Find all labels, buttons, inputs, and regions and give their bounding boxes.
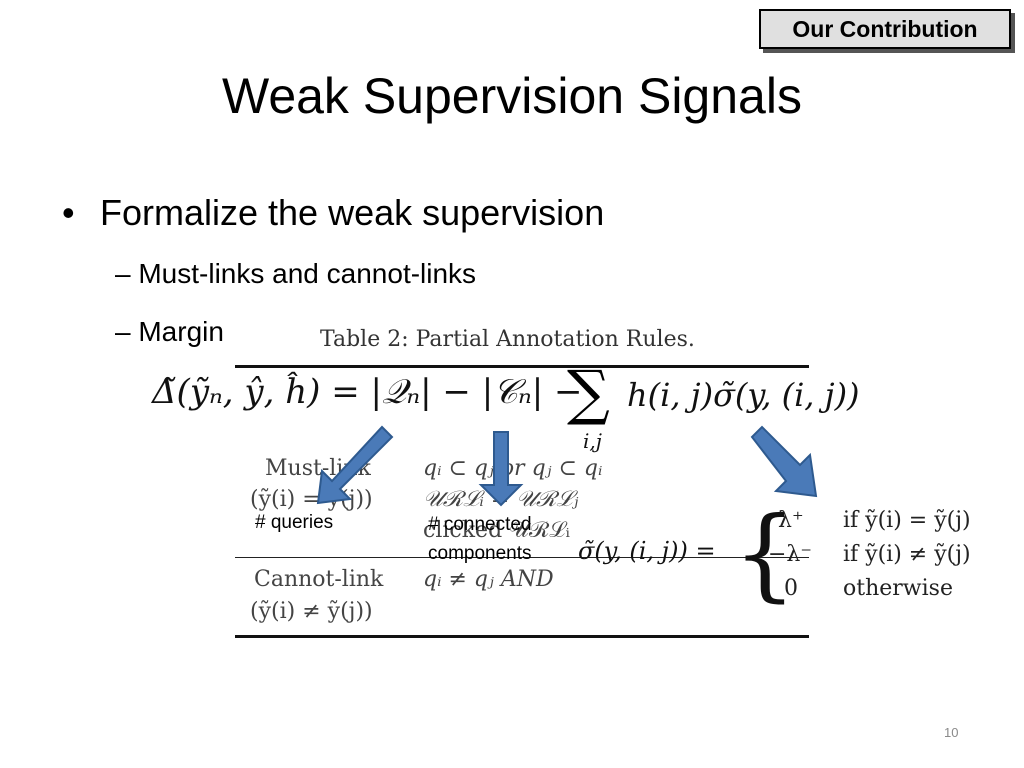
- arrow-to-sigma-icon: [750, 425, 818, 498]
- case-2-value: −λ⁻: [768, 542, 812, 567]
- table-top-rule: [235, 365, 809, 368]
- bullet-main: • Formalize the weak supervision: [62, 190, 604, 236]
- cannot-link-rule: qᵢ ≠ qⱼ AND: [423, 567, 554, 592]
- table-mid-rule: [235, 557, 809, 558]
- sum-symbol: ∑: [567, 358, 610, 428]
- sub-bullet-margin: – Margin: [115, 316, 224, 347]
- table-bottom-rule: [235, 635, 809, 638]
- formula-delta: Δ̃(ỹₙ, ŷ, ĥ) = |𝒬ₙ| − |𝒞ₙ| −: [152, 372, 583, 412]
- connected-annotation-line2: components: [428, 543, 532, 564]
- bullet-main-text: Formalize the weak supervision: [100, 192, 605, 233]
- sum-subscript: i,j: [583, 429, 602, 453]
- formula-sum-tail: h(i, j)σ̃(y, (i, j)): [627, 376, 860, 414]
- margin-formula: Δ̃(ỹₙ, ŷ, ĥ) = |𝒬ₙ| − |𝒞ₙ| −: [152, 372, 583, 412]
- sub-bullet-margin-text: Margin: [138, 316, 224, 347]
- sub-bullet-links-text: Must-links and cannot-links: [138, 258, 477, 289]
- case-1-cond: if ỹ(i) = ỹ(j): [843, 508, 971, 533]
- sub-bullet-links: – Must-links and cannot-links: [115, 258, 477, 289]
- case-1-value: λ⁺: [778, 508, 804, 533]
- case-3-cond: otherwise: [843, 576, 953, 601]
- cannot-link-label: Cannot-link: [254, 567, 384, 592]
- connected-annotation-line1: # connected: [428, 514, 532, 535]
- case-3-value: 0: [784, 576, 798, 601]
- sigma-lhs: σ̃(y, (i, j)) =: [578, 537, 716, 565]
- must-link-rule1: qᵢ ⊂ qⱼ or qⱼ ⊂ qᵢ: [423, 456, 603, 481]
- page-number: 10: [944, 725, 959, 740]
- must-link-cond: (ỹ(i) = ỹ(j)): [250, 487, 373, 512]
- bullet-dot-icon: •: [62, 192, 75, 233]
- queries-annotation: # queries: [255, 512, 334, 533]
- case-2-cond: if ỹ(i) ≠ ỹ(j): [843, 542, 971, 567]
- cannot-link-cond: (ỹ(i) ≠ ỹ(j)): [250, 599, 373, 624]
- cases-brace: {: [733, 495, 797, 612]
- must-link-label: Must-link: [265, 456, 371, 481]
- our-contribution-badge: Our Contribution: [759, 9, 1011, 49]
- table-caption: Table 2: Partial Annotation Rules.: [320, 327, 695, 352]
- slide-title: Weak Supervision Signals: [222, 68, 802, 124]
- must-link-rule2: 𝒰ℛℒᵢ = 𝒰ℛℒⱼ: [423, 487, 579, 512]
- must-link-rule3: clicked 𝒰ℛℒᵢ: [423, 518, 570, 543]
